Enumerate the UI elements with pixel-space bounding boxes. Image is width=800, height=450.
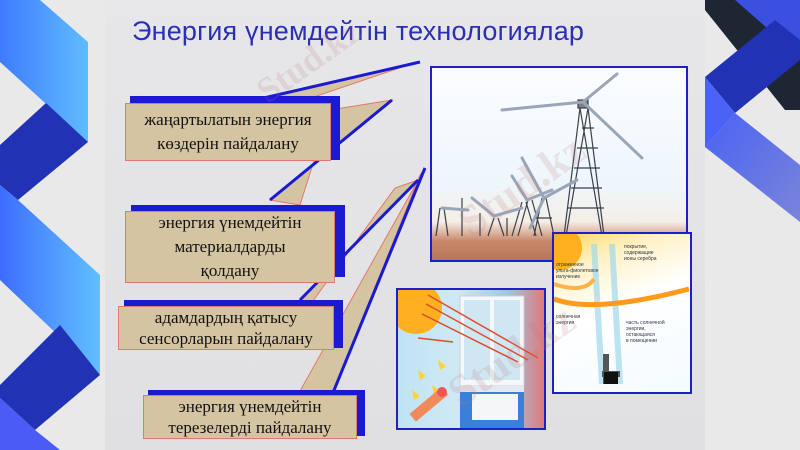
glass-unit-icon: покрытие, содержащие ионы серебра отраже… <box>554 234 690 385</box>
callout-text-line: энергия үнемдейтін <box>158 213 302 232</box>
svg-text:ионы серебра: ионы серебра <box>624 256 657 262</box>
decorative-ribbon-right <box>697 0 800 222</box>
callout-text-line: қолдану <box>200 261 260 280</box>
svg-text:солнечная: солнечная <box>556 314 581 320</box>
callout-text-line: сенсорларын пайдалану <box>139 329 313 348</box>
svg-text:часть солнечной: часть солнечной <box>626 319 665 326</box>
svg-text:ульта-фиолетовое: ульта-фиолетовое <box>556 268 599 274</box>
window-sun-icon <box>398 290 539 428</box>
callout-renewable-energy: жаңартылатын энергия көздерін пайдалану <box>125 96 340 166</box>
svg-text:энергия: энергия <box>556 320 574 326</box>
double-glazing-diagram: покрытие, содержащие ионы серебра отраже… <box>552 232 692 394</box>
callout-text-line: терезелерді пайдалану <box>168 418 332 437</box>
svg-text:энергии,: энергии, <box>626 326 646 332</box>
callout-box: энергия үнемдейтін терезелерді пайдалану <box>143 395 357 439</box>
svg-text:покрытие,: покрытие, <box>624 244 647 250</box>
callout-text-line: жаңартылатын энергия <box>144 110 312 129</box>
callout-text-line: энергия үнемдейтін <box>178 397 322 416</box>
callout-energy-saving-windows: энергия үнемдейтін терезелерді пайдалану <box>143 390 365 442</box>
callout-box: энергия үнемдейтін материалдарды қолдану <box>125 211 335 283</box>
wind-turbine-icon <box>435 72 644 237</box>
svg-text:отраженное: отраженное <box>556 262 584 268</box>
svg-text:остающаяся: остающаяся <box>626 332 655 338</box>
callout-text-line: адамдардың қатысу <box>154 308 298 327</box>
callout-presence-sensors: адамдардың қатысу сенсорларын пайдалану <box>118 300 343 352</box>
callout-text-line: көздерін пайдалану <box>157 134 299 153</box>
decorative-ribbon-left <box>0 0 100 450</box>
svg-text:в помещении: в помещении <box>626 338 657 344</box>
svg-text:содержащие: содержащие <box>624 250 654 256</box>
svg-text:излучение: излучение <box>556 274 580 280</box>
callout-text-line: материалдарды <box>174 237 286 256</box>
slide-title: Энергия үнемдейтін технологиялар <box>132 16 585 46</box>
callout-box: адамдардың қатысу сенсорларын пайдалану <box>118 306 334 350</box>
callout-box: жаңартылатын энергия көздерін пайдалану <box>125 103 331 161</box>
callout-energy-saving-materials: энергия үнемдейтін материалдарды қолдану <box>125 205 345 285</box>
energy-saving-window-illustration <box>396 288 546 430</box>
